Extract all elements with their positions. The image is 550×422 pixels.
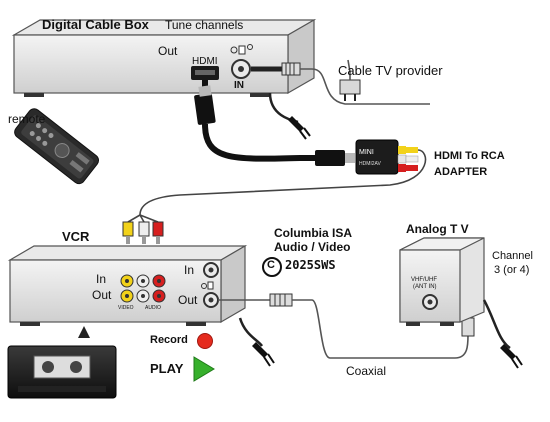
tv-power-cord [482,299,523,369]
vcr-out-label: Out [92,288,112,302]
cable-box-hdmi-label: HDMI [192,56,218,67]
coaxial-cable [218,293,475,359]
analog-tv [399,237,485,326]
hdmi-port-icon [191,66,219,80]
vcr-video-label: VIDEO [118,305,134,311]
adapter-device-text: MINI [359,149,374,156]
adapter-label-line1: HDMI To RCA [434,150,505,162]
watermark-line3: 2025SWS [285,258,336,272]
cable-box-in-label: IN [234,80,244,91]
remote-control-icon [14,108,100,185]
copyright-icon [262,257,282,277]
vcr-in-label: In [96,272,107,286]
cable-box-power-cord [268,92,311,140]
tv-port-label-line1: VHF/UHF [411,277,437,283]
cable-box-coax-in-port [230,44,253,79]
insert-arrow-icon [78,326,90,338]
vcr-power-cord [238,317,275,367]
vcr-title: VCR [62,229,90,244]
hdmi-rca-adapter [355,139,419,175]
vcr-rca-jacks [120,274,166,303]
vcr-audio-label: AUDIO [145,305,161,311]
play-label: PLAY [150,361,184,376]
cable-provider-label: Cable TV provider [338,63,443,78]
watermark-line2: Audio / Video [274,240,351,254]
watermark-copyright-symbol: C [267,259,275,271]
rca-cable-bundle [122,149,427,244]
vcr-rf-in-label: In [184,263,195,277]
vcr-box [7,244,248,326]
cable-provider-coax-cable [251,59,430,105]
play-button-icon [193,356,215,382]
record-label: Record [150,334,188,346]
cable-box-out-label: Out [158,44,178,58]
tv-title: Analog T V [406,222,469,236]
hdmi-cable [194,80,355,166]
vhs-tape-icon [7,345,117,399]
coaxial-label: Coaxial [346,364,387,378]
watermark-line1: Columbia ISA [274,226,353,240]
vcr-rf-out-label: Out [178,293,198,307]
remote-label: remote [8,112,46,126]
cable-box-title: Digital Cable Box [42,17,149,32]
tv-channel-line2: 3 (or 4) [494,264,530,276]
tv-channel-line1: Channel [492,250,533,262]
tv-port-label-line2: (ANT IN) [413,284,437,290]
cable-box-subtitle: Tune channels [165,18,244,32]
adapter-label-line2: ADAPTER [434,166,488,178]
record-button-icon [197,333,213,349]
adapter-device-subtext: HDMI2AV [359,161,381,167]
